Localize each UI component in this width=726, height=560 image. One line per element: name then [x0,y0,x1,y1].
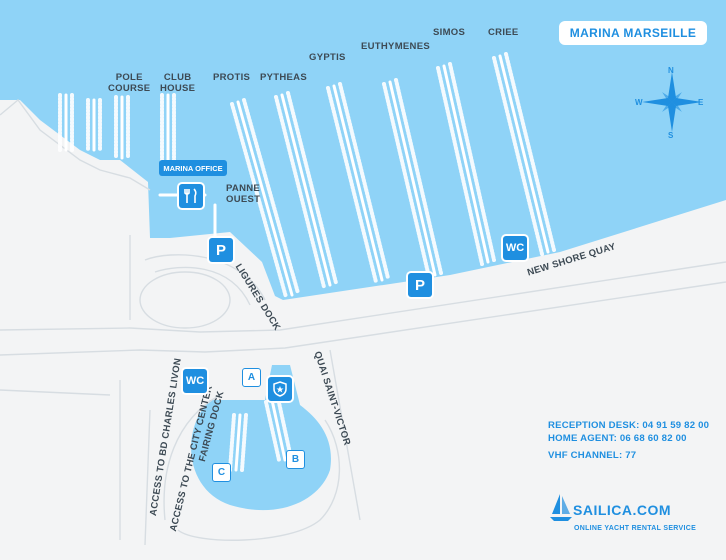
parking-marker-1[interactable]: P [209,238,233,262]
pontoon-marker-c[interactable]: C [212,463,231,482]
compass-west: W [635,98,643,107]
basin-label-protis: PROTIS [213,72,251,83]
brand-tagline: ONLINE YACHT RENTAL SERVICE [574,525,697,532]
pontoon-marker-b[interactable]: B [286,450,305,469]
compass-south: S [668,131,674,140]
basin-label-euthymenes: EUTHYMENES [361,41,430,52]
basin-label-club-house: CLUB HOUSE [160,72,196,94]
basin-label-pole-course: POLE COURSE [108,72,151,94]
reception-desk-phone: RECEPTION DESK: 04 91 59 82 00 [548,420,710,431]
map-title: MARINA MARSEILLE [559,21,707,45]
vhf-channel: VHF CHANNEL: 77 [548,450,637,461]
basin-label-simos: SIMOS [433,27,466,38]
wc-marker-1[interactable]: WC [503,236,527,260]
restaurant-icon[interactable] [179,184,203,208]
pontoons [58,52,556,472]
wc-marker-2[interactable]: WC [183,369,207,393]
sailica-logo [550,494,572,521]
home-agent-phone: HOME AGENT: 06 68 60 82 00 [548,433,687,444]
compass-east: E [698,98,704,107]
basin-label-panne-ouest: PANNE OUEST [226,183,261,205]
pontoon-marker-a[interactable]: A [242,368,261,387]
basin-label-gyptis: GYPTIS [309,52,346,63]
basin-label-pytheas: PYTHEAS [260,72,307,83]
shield-icon [273,381,287,397]
brand-name[interactable]: SAILICA.COM [573,502,672,518]
compass-rose [642,72,702,132]
security-shield-marker[interactable] [268,377,292,401]
water-area [0,0,726,300]
fork-knife-icon [184,188,197,203]
parking-marker-2[interactable]: P [408,273,432,297]
compass-north: N [668,66,674,75]
marina-office-label[interactable]: MARINA OFFICE [159,160,227,176]
basin-label-criee: CRIEE [488,27,519,38]
